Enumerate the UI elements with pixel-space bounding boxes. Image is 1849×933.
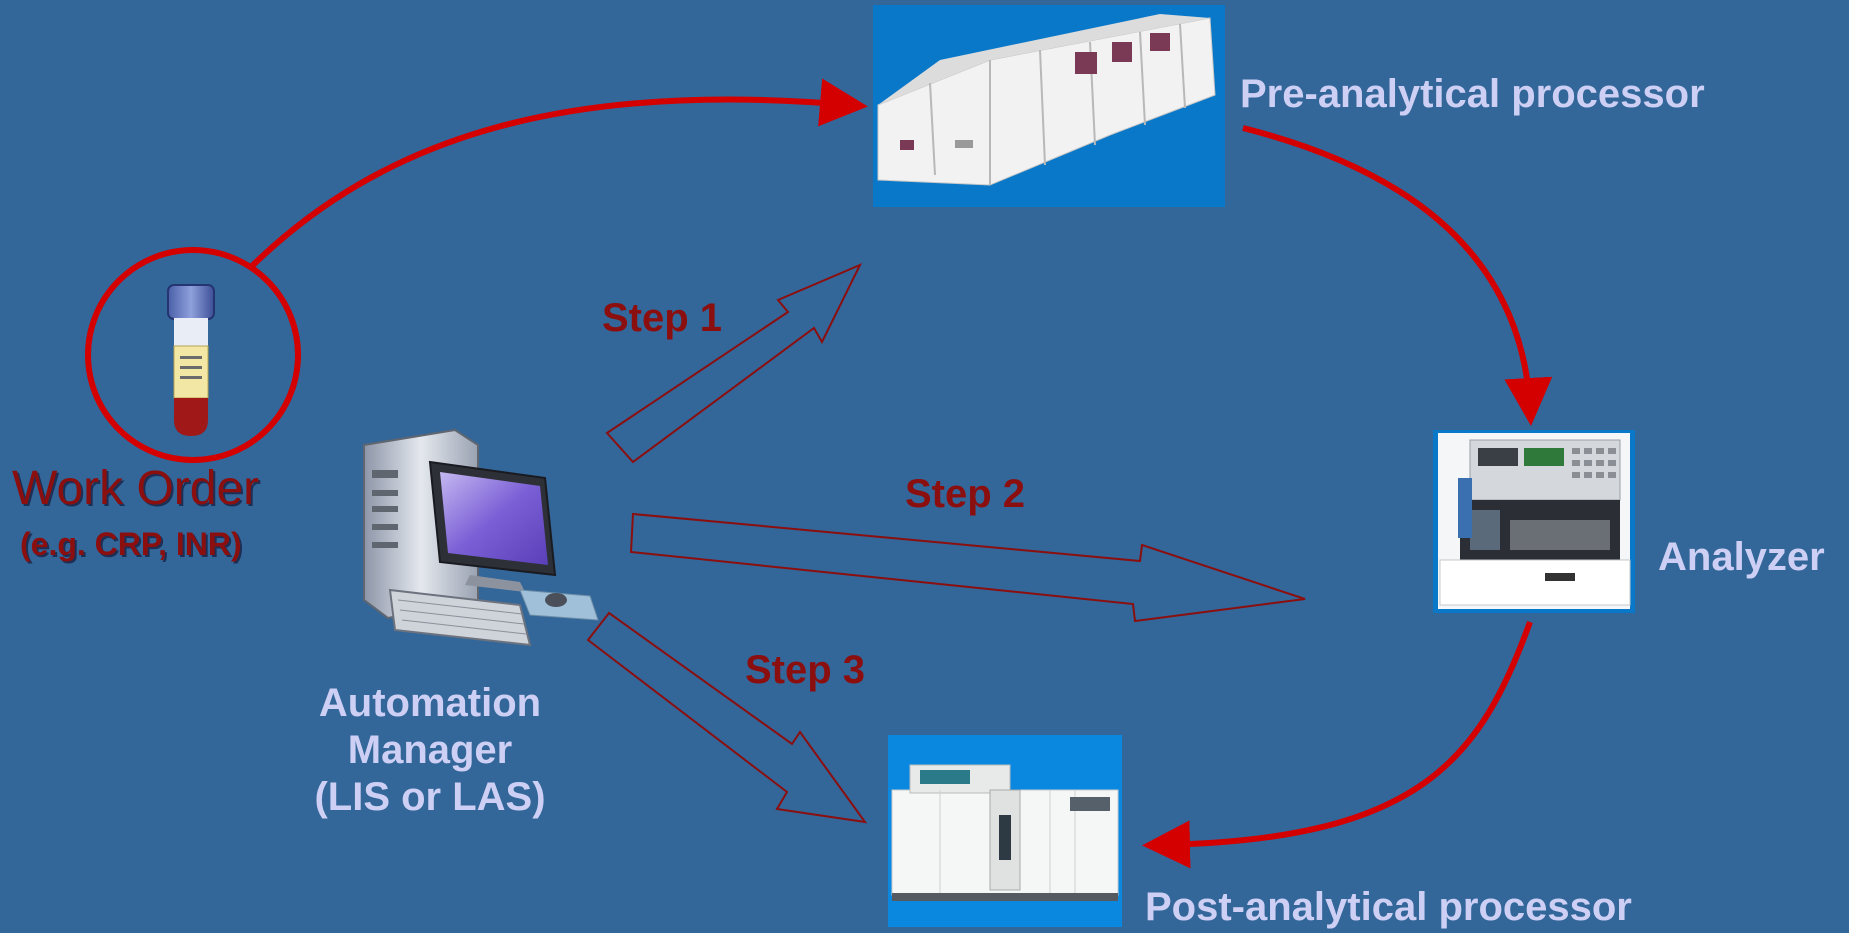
pre-analytical-processor-label: Pre-analytical processor: [1240, 72, 1705, 116]
step2-label: Step 2: [905, 472, 1026, 516]
step1-label: Step 1: [602, 296, 723, 340]
computer-icon: [363, 428, 599, 647]
work-order-example: (e.g. CRP, INR): [20, 526, 242, 562]
step3-arrow: [586, 611, 868, 824]
automation-manager-line2: Manager: [347, 728, 513, 772]
pre-analytical-processor-image: [873, 5, 1225, 207]
analyzer-image: [1433, 430, 1635, 613]
flow-arrow-pre-to-analyzer: [1242, 125, 1553, 426]
automation-manager-line1: Automation: [318, 681, 542, 725]
work-order-circle: [85, 247, 301, 463]
post-analytical-processor-image: [888, 735, 1122, 927]
automation-manager-line3: (LIS or LAS): [314, 775, 546, 819]
flow-arrow-workorder-to-pre: [247, 78, 868, 271]
step1-arrow: [605, 263, 863, 464]
step2-arrow: [629, 512, 1306, 623]
automation-manager-label: Automation Manager (LIS or LAS): [290, 680, 570, 821]
work-order-title: Work Order: [12, 462, 260, 515]
blood-tube-icon: [167, 284, 215, 436]
analyzer-label: Analyzer: [1658, 535, 1825, 579]
step3-label: Step 3: [745, 648, 866, 692]
post-analytical-processor-label: Post-analytical processor: [1145, 885, 1632, 929]
flow-arrow-analyzer-to-post: [1142, 620, 1533, 869]
